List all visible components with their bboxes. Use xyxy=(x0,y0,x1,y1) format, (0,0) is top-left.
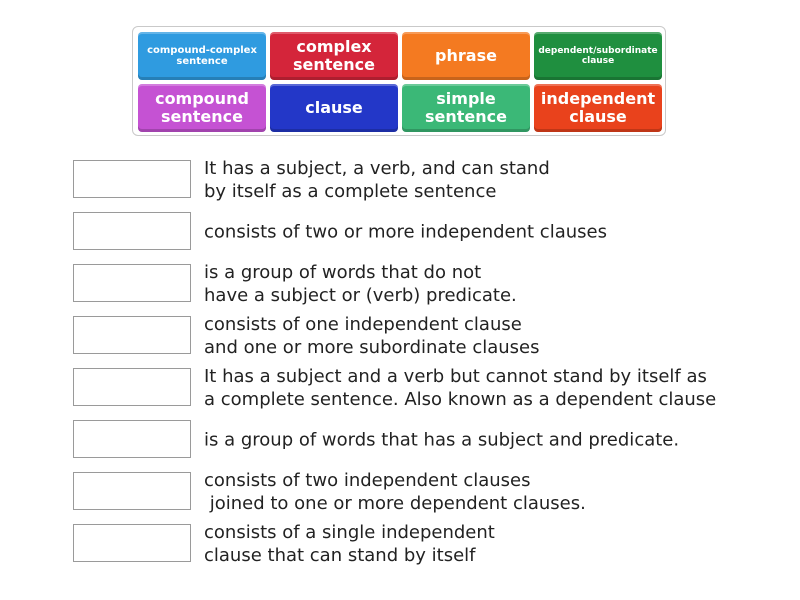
drop-zone[interactable] xyxy=(73,212,191,250)
tile-label: compound-complex sentence xyxy=(147,44,257,68)
definition-row: consists of two or more independent clau… xyxy=(73,212,773,252)
tile-compound-complex-sentence[interactable]: compound-complex sentence xyxy=(138,32,266,80)
tile-label: phrase xyxy=(435,45,497,65)
definition-text: consists of one independent clause and o… xyxy=(204,314,540,358)
definition-row: It has a subject, a verb, and can stand … xyxy=(73,158,773,202)
definition-row: consists of a single independent clause … xyxy=(73,522,773,566)
tile-dependent-subordinate-clause[interactable]: dependent/subordinate clause xyxy=(534,32,662,80)
drop-zone[interactable] xyxy=(73,524,191,562)
drop-zone[interactable] xyxy=(73,316,191,354)
tile-independent-clause[interactable]: independent clause xyxy=(534,84,662,132)
definition-row: is a group of words that has a subject a… xyxy=(73,420,773,460)
tile-label: compound sentence xyxy=(155,88,249,126)
tile-label: complex sentence xyxy=(293,36,375,74)
tile-label: independent clause xyxy=(540,88,656,126)
definition-row: consists of one independent clause and o… xyxy=(73,314,773,358)
tile-label: clause xyxy=(305,97,363,117)
definition-text: is a group of words that has a subject a… xyxy=(204,429,680,451)
tile-label: dependent/subordinate clause xyxy=(538,45,658,66)
drop-zone[interactable] xyxy=(73,368,191,406)
definition-row: It has a subject and a verb but cannot s… xyxy=(73,366,773,410)
drop-zone[interactable] xyxy=(73,160,191,198)
definition-text: It has a subject, a verb, and can stand … xyxy=(204,158,550,202)
tile-complex-sentence[interactable]: complex sentence xyxy=(270,32,398,80)
definition-text: consists of a single independent clause … xyxy=(204,522,495,566)
tile-phrase[interactable]: phrase xyxy=(402,32,530,80)
answer-tile-bank: compound-complex sentence complex senten… xyxy=(132,26,666,136)
definition-text: consists of two independent clauses join… xyxy=(204,470,586,514)
definition-row: consists of two independent clauses join… xyxy=(73,470,773,514)
drop-zone[interactable] xyxy=(73,420,191,458)
definition-row: is a group of words that do not have a s… xyxy=(73,262,773,306)
tile-label: simple sentence xyxy=(425,88,507,126)
drop-zone[interactable] xyxy=(73,472,191,510)
tile-compound-sentence[interactable]: compound sentence xyxy=(138,84,266,132)
definition-text: consists of two or more independent clau… xyxy=(204,221,607,243)
definition-text: is a group of words that do not have a s… xyxy=(204,262,517,306)
drop-zone[interactable] xyxy=(73,264,191,302)
definition-text: It has a subject and a verb but cannot s… xyxy=(204,366,717,410)
tile-simple-sentence[interactable]: simple sentence xyxy=(402,84,530,132)
tile-clause[interactable]: clause xyxy=(270,84,398,132)
